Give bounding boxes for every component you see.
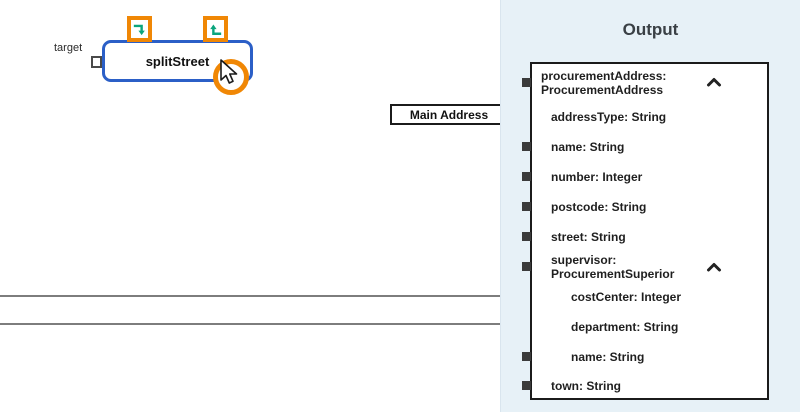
field-anchor[interactable] [522,78,531,87]
field-row-number[interactable]: number: Integer [551,170,643,184]
field-row-postcode[interactable]: postcode: String [551,200,647,214]
node-input-port[interactable] [91,56,102,68]
field-anchor[interactable] [522,381,531,390]
cursor-highlight-ring [213,59,249,95]
field-row-supervisor[interactable]: supervisor: ProcurementSuperior [551,253,675,281]
field-anchor[interactable] [522,352,531,361]
field-anchor[interactable] [522,202,531,211]
field-anchor[interactable] [522,232,531,241]
connector-department[interactable] [0,319,530,329]
field-row-supervisor-name[interactable]: name: String [571,350,645,364]
field-row-name[interactable]: name: String [551,140,625,154]
field-anchor[interactable] [522,262,531,271]
output-panel-title: Output [622,20,679,39]
edge-label-main-address[interactable]: Main Address [390,104,508,125]
field-row-cost-center[interactable]: costCenter: Integer [571,290,682,304]
cursor-pointer-icon [220,59,238,84]
chevron-up-icon[interactable] [706,262,722,272]
arrow-turn-up-icon[interactable] [203,16,228,42]
arrow-turn-down-icon[interactable] [127,16,152,42]
output-schema-box: procurementAddress: ProcurementAddress a… [522,62,769,400]
chevron-up-icon[interactable] [706,77,722,87]
target-label: target [54,42,83,54]
field-anchor[interactable] [522,142,531,151]
edge-label-text: Main Address [409,107,489,122]
field-row-town[interactable]: town: String [551,379,621,393]
node-label: splitStreet [145,53,210,69]
connector-costcenter[interactable] [0,291,530,301]
field-row-street[interactable]: street: String [551,230,626,244]
field-anchor[interactable] [522,172,531,181]
field-row-department[interactable]: department: String [571,320,679,334]
field-row-address-type[interactable]: addressType: String [551,110,667,124]
field-row-procurement-address[interactable]: procurementAddress: ProcurementAddress [541,69,667,97]
